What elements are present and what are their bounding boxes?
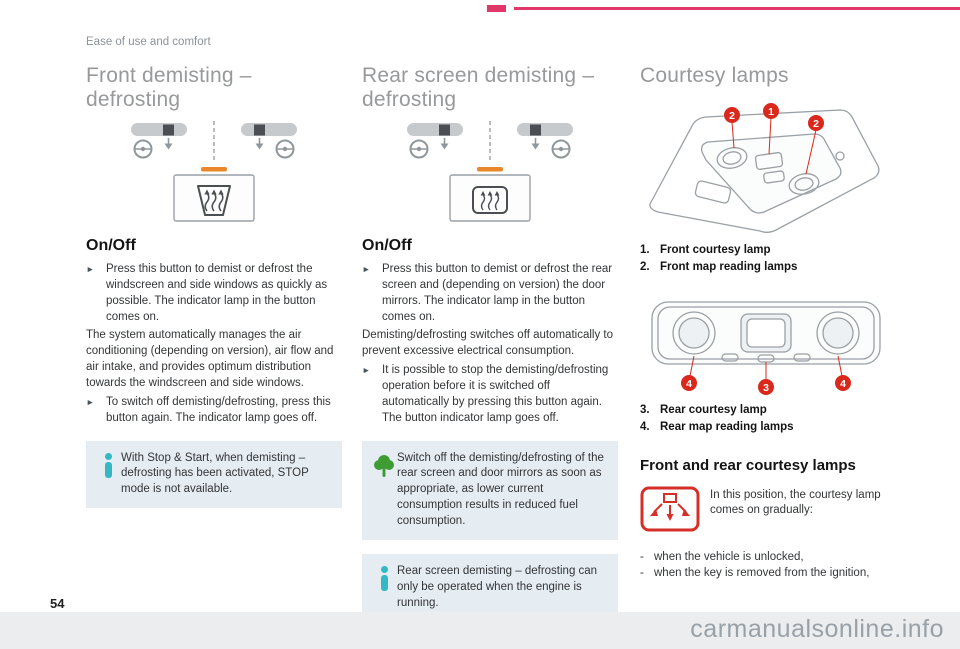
front-lamp-list: 1. Front courtesy lamp 2. Front map read… bbox=[640, 242, 892, 277]
section-title: Rear screen demisting – defrosting bbox=[362, 64, 595, 111]
instruction: ► It is possible to stop the demisting/d… bbox=[362, 363, 618, 426]
list-item: 3. Rear courtesy lamp bbox=[640, 404, 767, 417]
accent-line bbox=[514, 7, 960, 10]
dashboard-lhd-icon bbox=[407, 123, 463, 159]
svg-text:4: 4 bbox=[840, 378, 846, 390]
courtesy-lamp-icon bbox=[640, 484, 710, 537]
instruction-arrow-icon: ► bbox=[362, 264, 371, 275]
condition-item: - when the key is removed from the ignit… bbox=[640, 567, 870, 580]
section-title: Courtesy lamps bbox=[640, 64, 789, 87]
eco-note-box: Switch off the demisting/defrosting of t… bbox=[362, 440, 618, 540]
onoff-heading: On/Off bbox=[86, 237, 136, 255]
condition-item: - when the vehicle is unlocked, bbox=[640, 550, 804, 563]
footer-bar bbox=[0, 612, 960, 649]
info-icon bbox=[95, 451, 121, 499]
eco-note-text: Switch off the demisting/defrosting of t… bbox=[397, 451, 604, 528]
section-rear-demisting: Rear screen demisting – defrosting bbox=[362, 64, 618, 622]
list-item: 2. Front map reading lamps bbox=[640, 260, 798, 273]
page-number: 54 bbox=[50, 596, 65, 611]
instruction: ► To switch off demisting/defrosting, pr… bbox=[86, 395, 342, 427]
section-title: Front demisting – defrosting bbox=[86, 64, 252, 111]
instruction: ► Press this button to demist or defrost… bbox=[86, 262, 342, 325]
instruction-text: It is possible to stop the demisting/def… bbox=[382, 364, 609, 424]
rear-courtesy-lamps-illustration: 4 3 4 bbox=[651, 301, 881, 396]
instruction-arrow-icon: ► bbox=[86, 264, 95, 275]
svg-text:2: 2 bbox=[729, 109, 735, 121]
instruction-text: Press this button to demist or defrost t… bbox=[106, 263, 328, 323]
accent-mark bbox=[487, 5, 506, 12]
list-item: 4. Rear map reading lamps bbox=[640, 421, 794, 434]
svg-text:2: 2 bbox=[813, 117, 819, 129]
front-courtesy-lamps-illustration: 2 1 2 bbox=[649, 102, 880, 233]
rear-demisting-illustration bbox=[407, 121, 573, 222]
instruction: ► Press this button to demist or defrost… bbox=[362, 262, 618, 325]
instruction-text: To switch off demisting/defrosting, pres… bbox=[106, 395, 331, 424]
callout-badges: 2 1 2 bbox=[724, 102, 824, 131]
eco-tree-icon bbox=[371, 451, 397, 530]
callout-badges: 4 3 4 bbox=[681, 375, 851, 396]
indicator-lamp-bar bbox=[477, 167, 503, 172]
indicator-lamp-bar bbox=[201, 167, 227, 172]
instruction-text: Press this button to demist or defrost t… bbox=[382, 263, 613, 323]
condition-list: - when the vehicle is unlocked, - when t… bbox=[640, 549, 892, 582]
info-note-box: With Stop & Start, when demisting – defr… bbox=[86, 440, 342, 509]
lamp-position-row: In this position, the courtesy lamp come… bbox=[640, 484, 892, 537]
section-front-demisting: Front demisting – defrosting bbox=[86, 64, 342, 509]
instruction-arrow-icon: ► bbox=[86, 396, 95, 407]
callout-leader-lines bbox=[689, 355, 843, 381]
rear-lamp-list: 3. Rear courtesy lamp 4. Rear map readin… bbox=[640, 402, 892, 437]
watermark-text: carmanualsonline.info bbox=[690, 615, 944, 643]
dashboard-rhd-icon bbox=[241, 123, 297, 159]
rear-demist-button-icon bbox=[449, 174, 531, 222]
section-courtesy-lamps: Courtesy lamps 2 bbox=[640, 64, 892, 582]
dashboard-lhd-icon bbox=[131, 123, 187, 159]
front-demist-button-icon bbox=[173, 174, 255, 222]
svg-text:3: 3 bbox=[763, 382, 769, 394]
info-icon bbox=[371, 564, 397, 612]
chapter-label: Ease of use and comfort bbox=[86, 36, 211, 48]
lamp-position-text: In this position, the courtesy lamp come… bbox=[710, 488, 881, 517]
callout-leader-lines bbox=[731, 117, 817, 174]
dashboard-rhd-icon bbox=[517, 123, 573, 159]
instruction-arrow-icon: ► bbox=[362, 365, 371, 376]
info-note-text: Rear screen demisting – defrosting can o… bbox=[397, 564, 598, 609]
front-demisting-illustration bbox=[131, 121, 297, 222]
info-note-box: Rear screen demisting – defrosting can o… bbox=[362, 553, 618, 622]
subsection-title: Front and rear courtesy lamps bbox=[640, 456, 856, 474]
svg-text:1: 1 bbox=[768, 105, 774, 117]
info-note-text: With Stop & Start, when demisting – defr… bbox=[121, 451, 309, 496]
svg-text:4: 4 bbox=[686, 378, 692, 390]
paragraph: The system automatically manages the air… bbox=[86, 329, 334, 390]
paragraph: Demisting/defrosting switches off automa… bbox=[362, 329, 613, 358]
list-item: 1. Front courtesy lamp bbox=[640, 243, 771, 256]
onoff-heading: On/Off bbox=[362, 237, 412, 255]
